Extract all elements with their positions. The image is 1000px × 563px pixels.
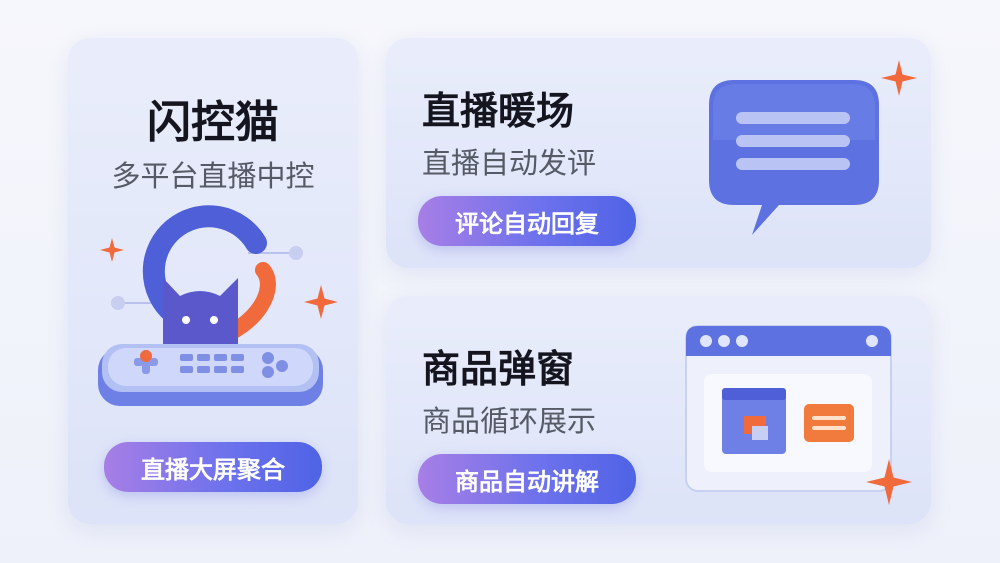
product-auto-explain-button[interactable]: 商品自动讲解 — [418, 454, 636, 504]
feature-card-controller: 闪控猫 多平台直播中控 — [68, 38, 358, 524]
card-title: 闪控猫 — [147, 97, 279, 148]
card-subtitle: 多平台直播中控 — [111, 159, 315, 193]
sparkle-icon — [881, 60, 917, 96]
card-title: 直播暖场 — [422, 89, 575, 133]
product-window-illustration — [685, 325, 892, 492]
card-subtitle: 商品循环展示 — [422, 404, 597, 438]
comment-auto-reply-button[interactable]: 评论自动回复 — [418, 196, 636, 246]
feature-card-product-popup: 商品弹窗 商品循环展示 商品自动讲解 — [386, 296, 931, 524]
card-subtitle: 直播自动发评 — [422, 146, 597, 180]
feature-card-live-warmup: 直播暖场 直播自动发评 评论自动回复 — [386, 38, 931, 268]
sparkle-icon — [866, 459, 912, 505]
card-title: 商品弹窗 — [422, 347, 575, 391]
screen-aggregate-button[interactable]: 直播大屏聚合 — [104, 442, 322, 492]
sparkle-icon — [100, 238, 124, 262]
cat-controller-illustration — [98, 205, 323, 406]
sparkle-icon — [304, 285, 338, 319]
chat-bubble-icon — [709, 80, 879, 235]
